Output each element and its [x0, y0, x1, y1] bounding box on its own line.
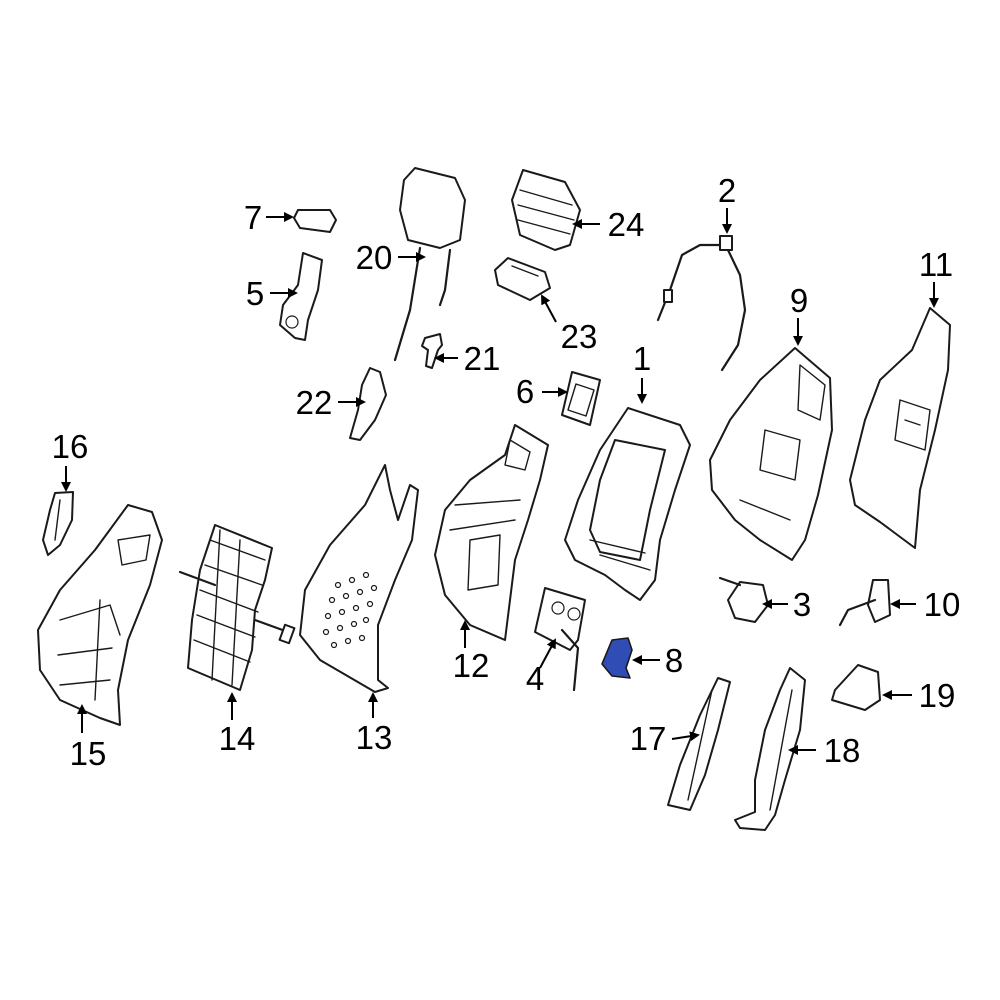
part-13-backrest-pad[interactable] [299, 464, 419, 693]
part-1-backrest-frame[interactable] [564, 407, 691, 601]
arrow-23 [541, 294, 557, 323]
part-19-cap[interactable] [831, 664, 881, 711]
callout-1: 1 [633, 340, 651, 377]
part-24-vent[interactable] [511, 169, 581, 251]
callout-19: 19 [919, 677, 956, 714]
callout-3: 3 [793, 586, 811, 623]
callout-2: 2 [718, 172, 736, 209]
callout-18: 18 [824, 732, 861, 769]
part-11-back-cover[interactable] [849, 307, 951, 549]
pad-perforations [322, 571, 378, 649]
part-12-backrest-shell[interactable] [434, 424, 549, 641]
callout-24: 24 [608, 206, 645, 243]
part-21-guide-sleeve[interactable] [421, 333, 443, 369]
part-15-backrest-cover[interactable] [37, 504, 163, 726]
callout-4: 4 [526, 660, 544, 697]
callout-10: 10 [924, 586, 961, 623]
part-10-switch[interactable] [838, 579, 891, 627]
callout-13: 13 [356, 719, 393, 756]
part-20-headrest[interactable] [393, 167, 466, 362]
callout-arrows [61, 208, 939, 755]
part-18-side-panel[interactable] [734, 667, 806, 831]
callout-22: 22 [296, 384, 333, 421]
callout-11: 11 [919, 246, 953, 283]
part-8-highlight [601, 637, 633, 679]
callout-7: 7 [244, 199, 262, 236]
part-9-rear-panel[interactable] [709, 347, 833, 561]
callout-12: 12 [453, 647, 490, 684]
part-5-cover-plate[interactable] [279, 252, 323, 341]
part-7-clip[interactable] [293, 209, 337, 233]
callout-5: 5 [246, 275, 264, 312]
part-14-lumbar-support[interactable] [178, 524, 296, 691]
callout-21: 21 [464, 340, 501, 377]
callout-16: 16 [52, 428, 89, 465]
part-6-pad[interactable] [561, 371, 601, 426]
part-16-side-trim[interactable] [42, 491, 74, 556]
callout-6: 6 [516, 373, 534, 410]
callout-23: 23 [561, 318, 598, 355]
arrow-17 [671, 731, 700, 742]
part-4-switch-bezel[interactable] [534, 587, 586, 692]
callout-20: 20 [356, 239, 393, 276]
part-22-guide-bracket[interactable] [349, 367, 387, 441]
callout-14: 14 [219, 720, 256, 757]
callout-labels: 1 2 3 4 5 6 7 8 9 10 11 12 13 14 15 16 1… [52, 172, 961, 772]
callout-17: 17 [630, 720, 667, 757]
callout-15: 15 [70, 735, 107, 772]
part-17-trim-strip[interactable] [667, 677, 731, 811]
callout-9: 9 [790, 282, 808, 319]
part-8-seat-switch[interactable] [601, 637, 633, 679]
part-23-switch-housing[interactable] [494, 257, 551, 301]
part-3-bracket[interactable] [718, 576, 769, 623]
arrow-4 [539, 638, 556, 669]
part-2-wiring-harness[interactable] [656, 235, 747, 372]
callout-8: 8 [665, 642, 683, 679]
